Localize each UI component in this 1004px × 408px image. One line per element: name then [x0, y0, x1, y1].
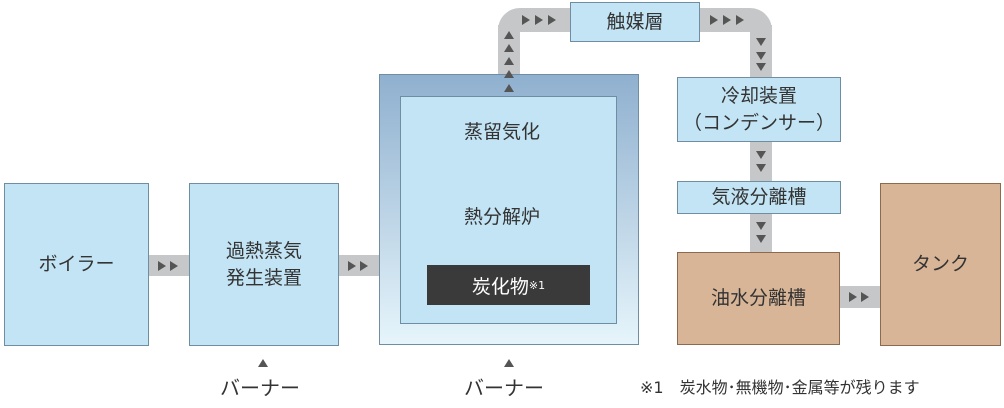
flow-arrow-icon: [756, 235, 766, 243]
flow-arrow-icon: [756, 63, 766, 71]
connector-furnace-catalyst-horizontal: [498, 8, 570, 32]
connector-catalyst-condenser-vertical: [750, 25, 772, 77]
flow-arrow-icon: [504, 31, 514, 39]
condenser-box: 冷却装置 （コンデンサー）: [677, 77, 841, 142]
connector-condenser-gasliquid: [750, 142, 772, 181]
burner-label-right: バーナー: [464, 376, 544, 400]
flow-arrow-icon: [548, 15, 556, 25]
connector-gasliquid-oilwater: [750, 214, 772, 252]
connector-superheater-furnace: [339, 255, 379, 276]
footnote: ※1 炭水物･無機物･金属等が残ります: [640, 378, 920, 397]
condenser-label: 冷却装置 （コンデンサー）: [682, 84, 835, 134]
catalyst-label: 触媒層: [606, 10, 664, 33]
flow-arrow-icon: [861, 292, 869, 302]
flow-arrow-icon: [756, 164, 766, 172]
flow-arrow-icon: [756, 151, 766, 159]
catalyst-box: 触媒層: [570, 2, 700, 42]
pyrolysis-furnace-label: 熱分解炉: [464, 206, 541, 228]
burner-label-left: バーナー: [220, 376, 300, 400]
gas-liquid-separator-box: 気液分離槽: [677, 181, 841, 214]
superheater-label: 過熱蒸気 発生装置: [225, 239, 302, 289]
oil-water-separator-label: 油水分離槽: [710, 287, 806, 309]
flow-arrow-icon: [849, 292, 857, 302]
tank-label: タンク: [911, 253, 969, 275]
flow-arrow-icon: [710, 15, 718, 25]
oil-water-separator-box: 油水分離槽: [677, 252, 840, 345]
superheater-box: 過熱蒸気 発生装置: [189, 183, 339, 346]
flow-arrow-icon: [756, 52, 766, 60]
flow-arrow-icon: [522, 15, 530, 25]
char-label: 炭化物: [471, 275, 529, 298]
flow-arrow-icon: [535, 15, 543, 25]
burner-marker-icon: [504, 359, 514, 367]
burner-marker-icon: [258, 359, 268, 367]
flow-arrow-icon: [504, 70, 514, 78]
boiler-label: ボイラー: [38, 253, 115, 275]
connector-oilwater-tank: [840, 286, 880, 308]
gas-liquid-separator-label: 気液分離槽: [711, 186, 807, 208]
flow-arrow-icon: [736, 15, 744, 25]
distill-label: 蒸留気化: [464, 121, 541, 143]
char-box: 炭化物※1: [427, 265, 590, 305]
flow-arrow-icon: [348, 261, 356, 271]
flow-arrow-icon: [723, 15, 731, 25]
flow-arrow-icon: [756, 222, 766, 230]
flow-arrow-icon: [504, 57, 514, 65]
flow-arrow-icon: [158, 261, 166, 271]
flow-arrow-icon: [360, 261, 368, 271]
tank-box: タンク: [880, 183, 1001, 346]
boiler-box: ボイラー: [4, 183, 149, 346]
flow-arrow-icon: [170, 261, 178, 271]
flow-arrow-icon: [504, 84, 514, 92]
char-note-mark: ※1: [528, 278, 546, 292]
flow-arrow-icon: [504, 44, 514, 52]
flow-arrow-icon: [756, 38, 766, 46]
connector-boiler-superheater: [149, 255, 189, 276]
